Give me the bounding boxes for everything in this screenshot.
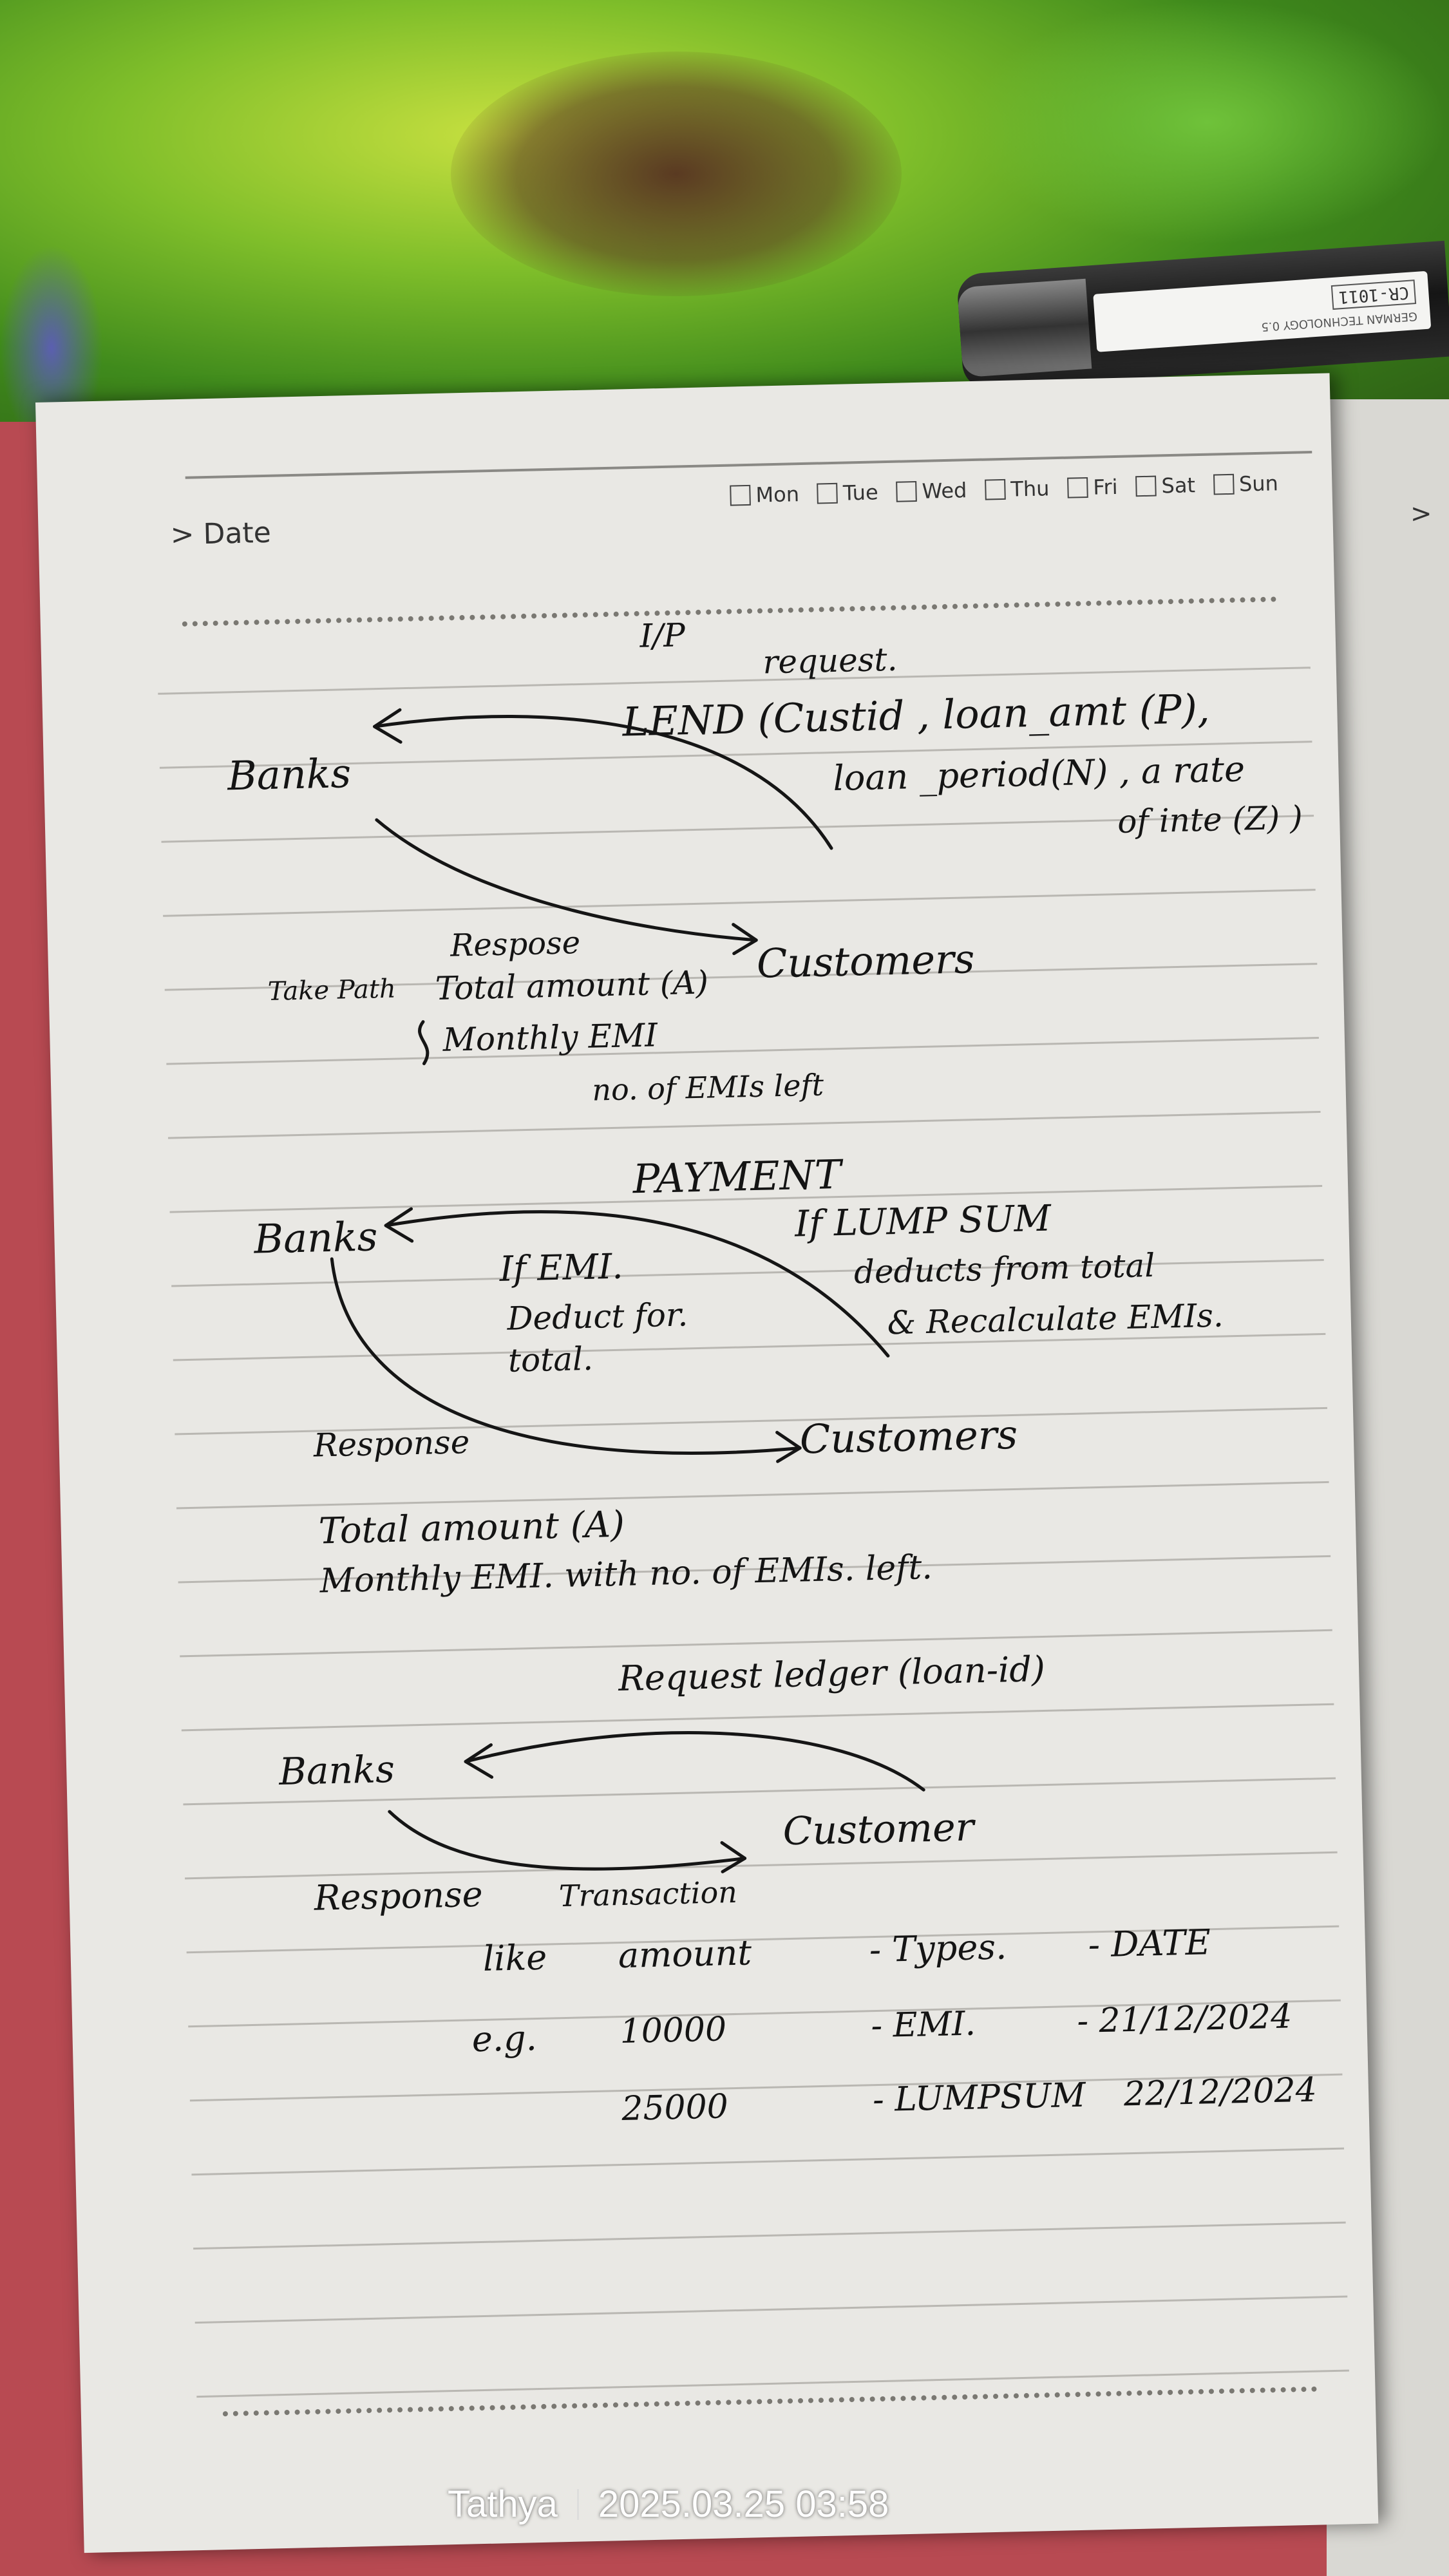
note-response-3: Response: [314, 1873, 484, 1918]
note-banks-3: Banks: [278, 1747, 395, 1794]
note-out-total-2: Total amount (A): [318, 1503, 625, 1553]
arrow-customer-to-bank-2: [384, 1210, 890, 1358]
note-customers-2: Customers: [799, 1410, 1018, 1463]
note-customer-3: Customer: [782, 1804, 975, 1855]
arrow-customer-to-bank-1: [373, 714, 833, 850]
ledger-header-type: - Types.: [869, 1926, 1007, 1971]
note-if-emi: If EMI.: [498, 1245, 624, 1289]
ledger-eg: e.g.: [471, 2017, 538, 2060]
diagram-arrows: [330, 708, 925, 1873]
watermark-divider: [576, 2488, 579, 2520]
arrowhead-icon: [464, 1743, 494, 1779]
note-customers-1: Customers: [756, 935, 976, 987]
leaves-blur: [966, 0, 1449, 245]
background-foliage: [0, 0, 1449, 451]
arrowhead-icon: [732, 923, 758, 956]
note-payment-title: PAYMENT: [632, 1150, 842, 1203]
note-out-emis-left-1: no. of EMIs left: [591, 1067, 824, 1108]
arrow-customer-to-bank-3: [464, 1731, 925, 1792]
note-deduct-1: Deduct for.: [506, 1296, 688, 1338]
ledger-row-amount: 25000: [621, 2087, 729, 2129]
note-take-path: Take Path: [267, 974, 397, 1007]
brace-icon: [418, 1020, 430, 1066]
ledger-row-date: - 21/12/2024: [1076, 1997, 1293, 2041]
arrow-bank-to-customer-1: [375, 818, 758, 942]
arrowhead-icon: [775, 1430, 802, 1463]
camera-watermark: Tathya 2025.03.25 03:58: [448, 2483, 889, 2526]
pen-label: CR-1011 GERMAN TECHNOLOGY 0.5: [1093, 270, 1432, 352]
note-lend-call-cont2: of inte (Z) ): [1117, 799, 1303, 841]
arrow-bank-to-customer-3: [388, 1810, 747, 1871]
note-out-emi-1: Monthly EMI: [442, 1016, 658, 1059]
note-out-total-1: Total amount (A): [435, 963, 709, 1008]
arrowhead-icon: [720, 1841, 747, 1873]
note-lump-1: If LUMP SUM: [794, 1197, 1052, 1245]
notebook-page: > Date Mon Tue Wed Thu Fri Sat Sun I/P r: [35, 373, 1379, 2553]
note-response-1: Respose: [450, 925, 581, 964]
note-banks-2: Banks: [253, 1213, 379, 1263]
note-request: request.: [762, 640, 898, 681]
ledger-row-date: 22/12/2024: [1123, 2070, 1318, 2114]
note-lump-3: & Recalculate EMIs.: [887, 1296, 1224, 1342]
ledger-header-date: - DATE: [1088, 1922, 1211, 1965]
ledger-row-type: - EMI.: [870, 2004, 976, 2046]
note-deduct-2: total.: [507, 1340, 594, 1379]
pen-model-text: CR-1011: [1331, 279, 1417, 310]
note-response-2: Response: [313, 1423, 470, 1464]
pen-brand-text: GERMAN TECHNOLOGY 0.5: [1260, 308, 1418, 334]
arrowhead-icon: [373, 708, 402, 744]
ledger-header-amount: amount: [618, 1932, 752, 1976]
note-lump-2: deducts from total: [853, 1246, 1155, 1291]
pen-cap: [957, 278, 1092, 378]
watermark-author: Tathya: [448, 2483, 558, 2525]
next-page-date-caret: >: [1410, 499, 1432, 529]
ledger-header-like: like: [482, 1937, 547, 1979]
watermark-timestamp: 2025.03.25 03:58: [598, 2483, 889, 2525]
ledger-row-type: - LUMPSUM: [872, 2076, 1086, 2120]
tree-trunk-blur: [451, 52, 902, 296]
note-transaction: Transaction: [558, 1874, 738, 1914]
note-banks-1: Banks: [227, 750, 352, 800]
arrowhead-icon: [384, 1207, 414, 1243]
note-ip: I/P: [639, 616, 686, 655]
ledger-row-amount: 10000: [619, 2010, 727, 2052]
arrow-bank-to-customer-2: [330, 1257, 802, 1455]
